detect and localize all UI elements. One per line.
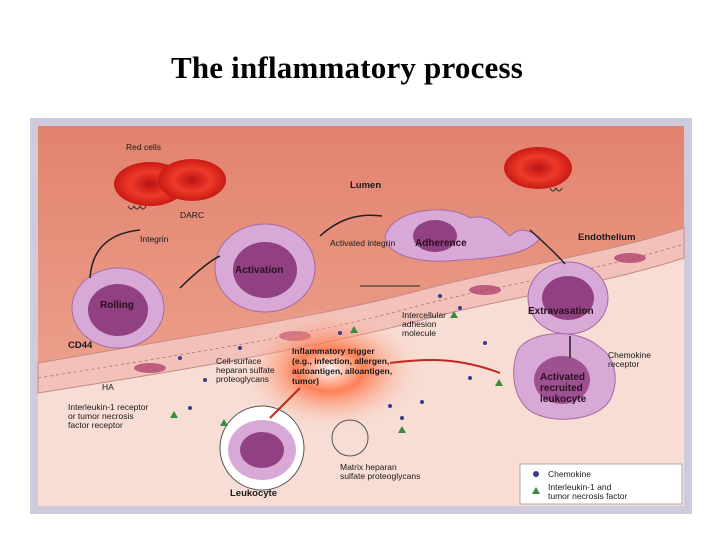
activated-recruited-leukocyte [513, 333, 616, 420]
trigger-arrow [389, 359, 501, 374]
label-adherence: Adherence [415, 238, 467, 249]
matrix-detail-circle [331, 419, 369, 457]
legend-chemokine-label: Chemokine [548, 469, 591, 479]
label-activated-integrin: Activated integrin [330, 238, 395, 248]
label-activated-recruited-leukocyte: Activated recruited leukocyte [540, 372, 588, 405]
label-endothelium: Endothelium [578, 232, 636, 243]
label-darc: DARC [180, 210, 204, 220]
legend-il1-tnf-label: Interleukin-1 and tumor necrosis factor [548, 482, 628, 501]
legend-chemokine-icon [533, 471, 539, 477]
red-cell [504, 147, 572, 189]
cytokine-triangles [170, 311, 503, 433]
extravasation-leukocyte [527, 261, 609, 335]
red-cell [158, 159, 226, 201]
endothelial-nucleus [614, 253, 646, 263]
endothelial-nucleus [134, 363, 166, 373]
label-cd44: CD44 [68, 340, 93, 351]
label-chemokine-receptor: Chemokine receptor [608, 350, 653, 369]
label-rolling: Rolling [100, 300, 134, 311]
flow-arrow [179, 255, 221, 289]
label-cell-surface-hs: Cell-surface heparan sulfate proteoglyca… [216, 356, 277, 384]
inflammation-diagram: Red cells Lumen DARC Integrin Activated … [30, 118, 692, 514]
slide-title: The inflammatory process [170, 50, 524, 85]
trigger-arrow [269, 387, 301, 419]
activation-leukocyte [214, 223, 316, 313]
label-leukocyte: Leukocyte [230, 488, 277, 499]
label-trigger: Inflammatory trigger (e.g., infection, a… [292, 346, 395, 386]
trigger-glow [235, 308, 425, 432]
chemokine-dots [178, 294, 487, 420]
flow-arrow [89, 229, 141, 279]
flow-arrow [529, 229, 566, 265]
label-ha: HA [102, 382, 114, 392]
label-activation: Activation [235, 265, 283, 276]
rolling-leukocyte [71, 267, 165, 349]
legend: Chemokine Interleukin-1 and tumor necros… [519, 463, 683, 505]
label-integrin: Integrin [140, 234, 169, 244]
darc-receptor [549, 186, 563, 192]
flow-arrow [319, 214, 383, 237]
darc-receptor [127, 204, 147, 210]
label-lumen: Lumen [350, 180, 381, 191]
label-icam: Intercellular adhesion molecule [402, 310, 448, 338]
adherence-leukocyte [384, 209, 541, 262]
label-il1-receptor: Interleukin-1 receptor or tumor necrosis… [68, 402, 151, 430]
label-red-cells: Red cells [126, 142, 161, 152]
label-extravasation: Extravasation [528, 306, 594, 317]
label-matrix-hs: Matrix heparan sulfate proteoglycans [340, 462, 420, 481]
endothelial-nucleus [469, 285, 501, 295]
legend-cytokine-icon [532, 487, 540, 494]
tissue-leukocyte [219, 405, 305, 491]
